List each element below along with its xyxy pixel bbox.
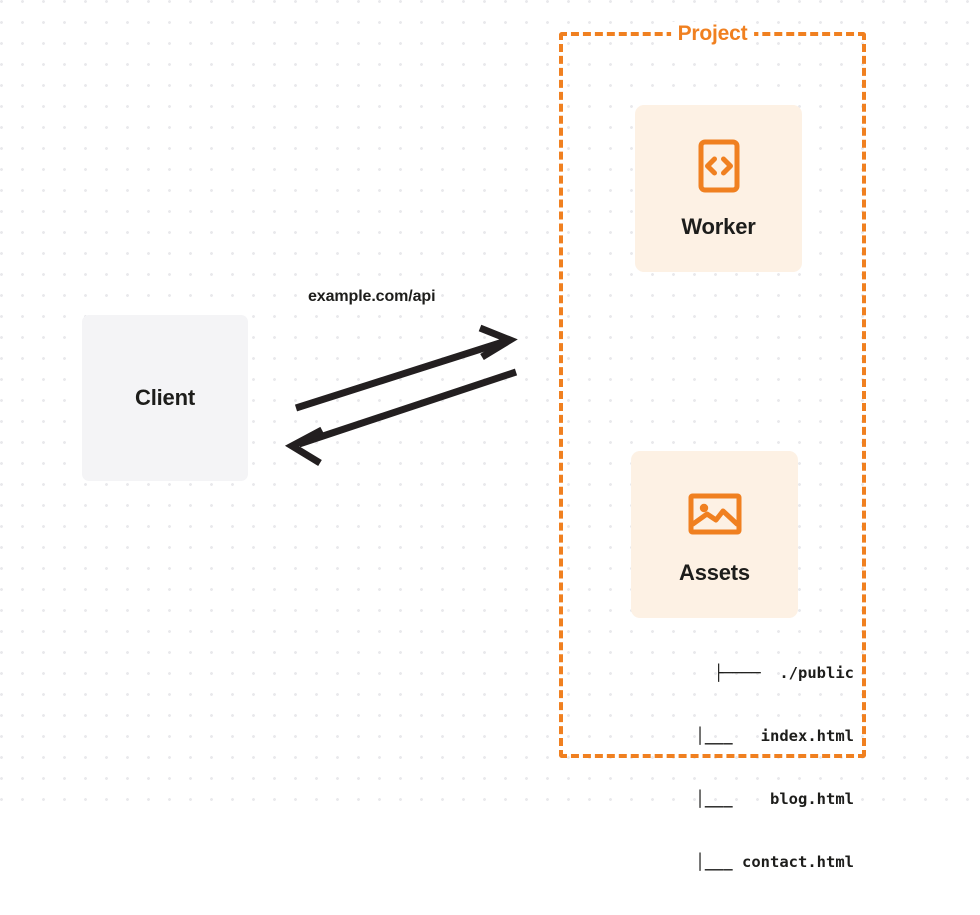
assets-card-label: Assets xyxy=(679,559,750,585)
file-tree-row: │___ blog.html xyxy=(695,790,854,808)
worker-card-label: Worker xyxy=(681,213,756,239)
project-container: Project Worker Assets ├──── ./public │__… xyxy=(559,22,866,871)
client-node[interactable]: Client xyxy=(82,315,248,481)
code-brackets-icon xyxy=(698,139,739,192)
client-node-label: Client xyxy=(135,385,195,410)
file-tree-row: │___ index.html xyxy=(695,727,854,745)
worker-card[interactable]: Worker xyxy=(635,105,802,272)
assets-card[interactable]: Assets xyxy=(631,451,798,618)
connection-label: example.com/api xyxy=(308,288,436,305)
image-icon xyxy=(688,493,741,534)
project-title: Project xyxy=(670,22,755,46)
file-tree-row: │___ contact.html xyxy=(695,853,854,871)
assets-file-tree: ├──── ./public │___ index.html │___ blog… xyxy=(613,621,858,915)
file-tree-row: ├──── ./public xyxy=(714,664,854,682)
